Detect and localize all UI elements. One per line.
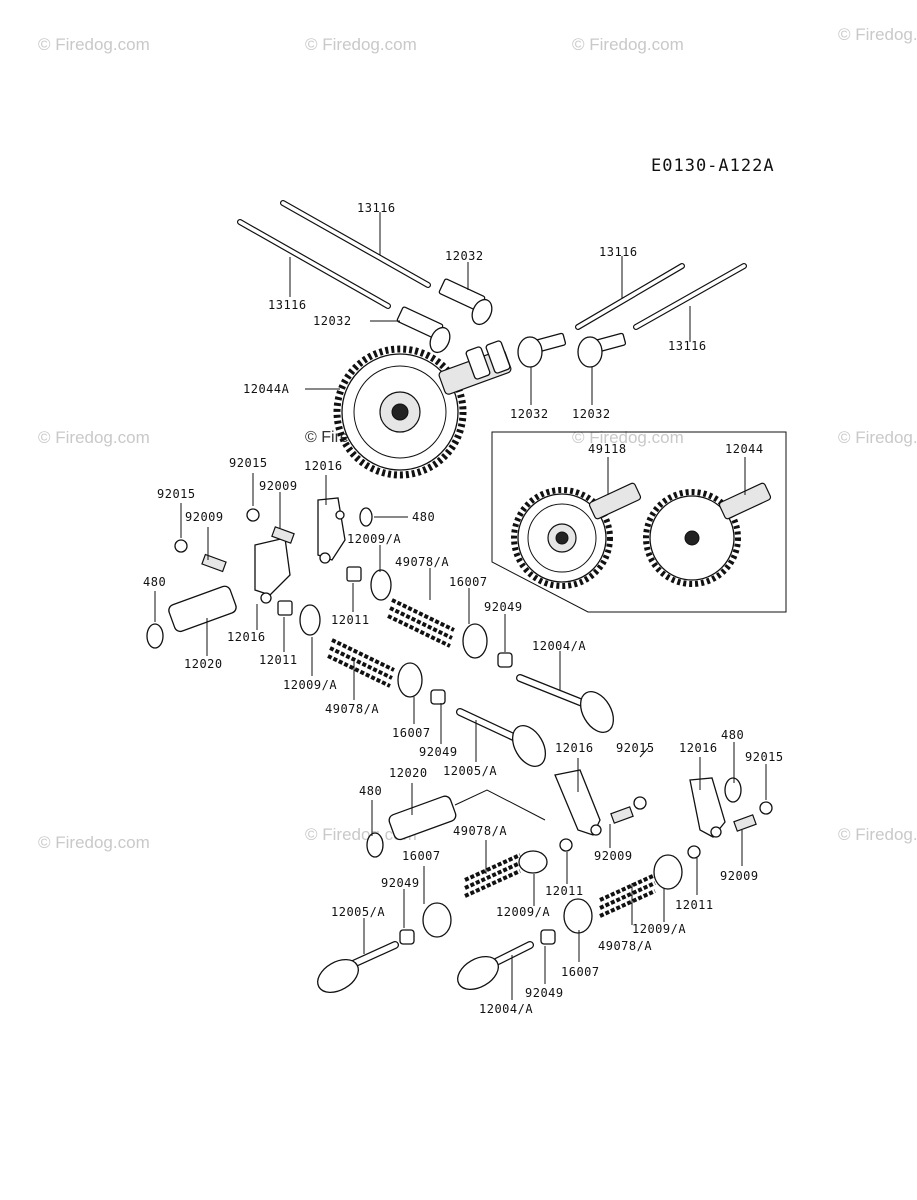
part-label: 16007 [449,575,488,589]
part-label: 49078/A [325,702,379,716]
part-labels: 13116 13116 12032 12032 13116 13116 1203… [143,201,784,1016]
part-label: 12009/A [283,678,337,692]
part-label: 92015 [745,750,784,764]
part-label: 49078/A [598,939,652,953]
watermark: © Firedog.com [38,35,150,54]
part-label: 92009 [720,869,759,883]
part-label: 12011 [331,613,370,627]
part-label: 13116 [357,201,396,215]
watermark-layer: © Firedog.com © Firedog.com © Firedog.co… [38,25,917,852]
watermark: © Firedog.com [38,833,150,852]
part-label: 13116 [599,245,638,259]
part-label: 12032 [572,407,611,421]
part-label: 480 [359,784,382,798]
part-label: 480 [143,575,166,589]
part-label: 92049 [484,600,523,614]
part-label: 13116 [268,298,307,312]
part-label: 12020 [389,766,428,780]
part-label: 92015 [157,487,196,501]
watermark: © Firedog.com [305,35,417,54]
part-label: 92009 [594,849,633,863]
part-label: 92009 [185,510,224,524]
part-label: 12032 [445,249,484,263]
part-label: 12004/A [532,639,586,653]
watermark: © Firedog.com [38,428,150,447]
part-label: 16007 [402,849,441,863]
part-label: 92049 [381,876,420,890]
part-label: 12016 [679,741,718,755]
part-label: 12005/A [443,764,497,778]
part-label: 92049 [419,745,458,759]
part-label: 12016 [227,630,266,644]
part-label: 12044A [243,382,290,396]
part-label: 12016 [555,741,594,755]
part-label: 13116 [668,339,707,353]
part-label: 92015 [229,456,268,470]
watermark: © Firedog.com [305,825,417,844]
camshaft-gear [333,340,512,479]
part-label: 92009 [259,479,298,493]
part-label: 480 [412,510,435,524]
push-rods [237,200,747,330]
part-label: 12009/A [496,905,550,919]
part-label: 12011 [259,653,298,667]
rocker-assembly-upper-left [146,497,392,649]
part-label: 12005/A [331,905,385,919]
part-label: 12009/A [632,922,686,936]
part-label: 12016 [304,459,343,473]
part-label: 12004/A [479,1002,533,1016]
part-label: 12032 [510,407,549,421]
watermark: © Firedog.com [572,35,684,54]
part-label: 12011 [675,898,714,912]
part-label: 92049 [525,986,564,1000]
watermark: © Firedog.com [572,428,684,447]
valve-springs [327,598,656,918]
watermark: © Firedog.com [838,428,917,447]
part-label: 16007 [561,965,600,979]
retainers-and-seals [397,623,683,945]
part-label: 480 [721,728,744,742]
part-label: 12011 [545,884,584,898]
part-label: 12032 [313,314,352,328]
rocker-assembly-lower [366,769,773,859]
part-label: 12009/A [347,532,401,546]
watermark: © Firedog.com [838,25,917,44]
part-label: 16007 [392,726,431,740]
inset-label: 12044 [725,442,764,456]
diagram-code: E0130-A122A [651,156,775,176]
inset-label: 49118 [588,442,627,456]
part-label: 49078/A [453,824,507,838]
part-label: 12020 [184,657,223,671]
watermark: © Firedog.com [838,825,917,844]
tappets [396,278,627,368]
leader-lines [154,212,767,1000]
valves [317,674,615,994]
inset-box: 49118 12044 [491,431,787,613]
part-label: 49078/A [395,555,449,569]
part-label: 92015 [616,741,655,755]
